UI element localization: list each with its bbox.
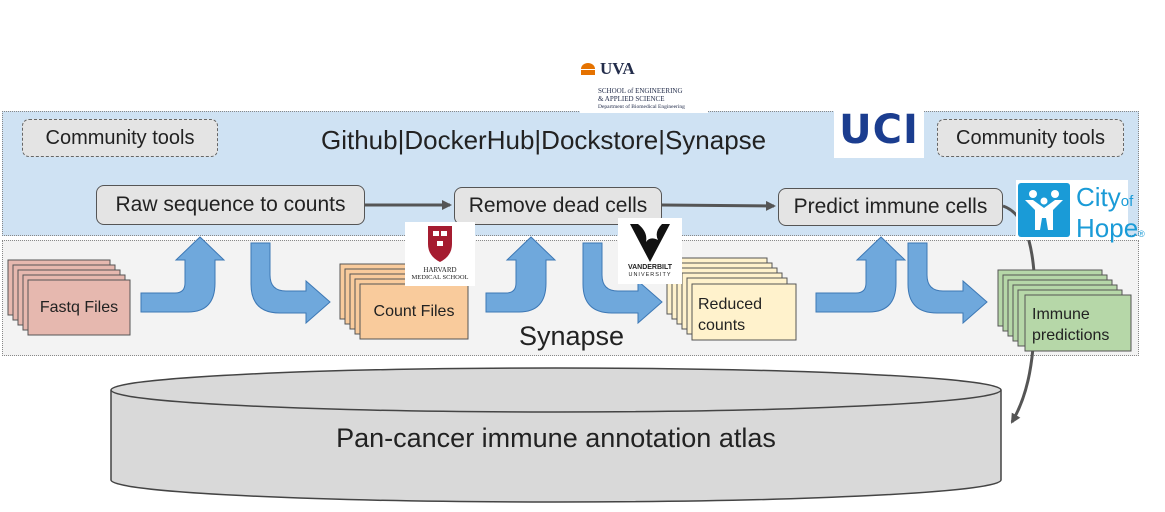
- uci-logo: UCI: [834, 102, 924, 158]
- uva-wordmark: UVA: [600, 59, 635, 78]
- reduced-counts-label: Reduced counts: [698, 294, 762, 336]
- harvard-logo: HARVARD MEDICAL SCHOOL: [405, 222, 475, 286]
- city-of-hope-logo: Cityof Hope®: [1016, 180, 1145, 241]
- count-files-label: Count Files: [373, 303, 455, 320]
- reduced-label-line1: Reduced: [698, 296, 763, 313]
- community-tools-right: Community tools: [937, 119, 1124, 157]
- community-tools-left: Community tools: [22, 119, 218, 157]
- blue-arrow-down-1: [250, 242, 331, 325]
- immune-label-line2: predictions: [1032, 327, 1110, 344]
- coh-word-of: of: [1120, 193, 1134, 210]
- immune-label-line1: Immune: [1032, 306, 1090, 323]
- immune-stack: [997, 269, 1132, 352]
- uva-logo: UVA SCHOOL of ENGINEERING & APPLIED SCIE…: [580, 59, 708, 121]
- harvard-line2: MEDICAL SCHOOL: [411, 274, 469, 281]
- banner-title: Github|DockerHub|Dockstore|Synapse: [321, 125, 767, 155]
- uva-sub2: & APPLIED SCIENCE: [598, 95, 665, 103]
- reduced-stack: [666, 257, 797, 341]
- fastq-files-label: Fastq Files: [39, 299, 119, 316]
- uva-sub1: SCHOOL of ENGINEERING: [598, 87, 683, 95]
- harvard-line1: HARVARD: [423, 266, 457, 274]
- uva-sub3: Department of Biomedical Engineering: [598, 104, 685, 110]
- step-predict-immune-cells: Predict immune cells: [778, 188, 1003, 226]
- vanderbilt-line2: UNIVERSITY: [628, 272, 672, 278]
- coh-word-hope: Hope: [1076, 213, 1139, 243]
- step-raw-sequence-to-counts: Raw sequence to counts: [96, 185, 365, 225]
- immune-predictions-label: Immune predictions: [1032, 304, 1109, 346]
- blue-arrow-up-3: [815, 236, 907, 313]
- arrow-dead-to-predict: [661, 200, 776, 211]
- city-of-hope-figures-icon: [1018, 183, 1070, 237]
- reduced-label-line2: counts: [698, 317, 746, 334]
- blue-arrow-down-2: [582, 242, 663, 325]
- vanderbilt-line1: VANDERBILT: [627, 264, 673, 271]
- oak-leaf-icon: [630, 224, 670, 262]
- rotunda-icon: [581, 63, 595, 75]
- coh-word-city: City: [1076, 182, 1121, 212]
- harvard-shield-icon: [428, 226, 452, 262]
- blue-arrow-down-3: [907, 242, 988, 325]
- synapse-label: Synapse: [519, 321, 625, 351]
- fastq-stack: [7, 259, 131, 336]
- atlas-label: Pan-cancer immune annotation atlas: [336, 423, 776, 453]
- coh-registered: ®: [1138, 229, 1145, 239]
- blue-arrow-up-2: [485, 236, 557, 313]
- blue-arrow-up-1: [140, 236, 226, 313]
- vanderbilt-logo: VANDERBILT UNIVERSITY: [618, 218, 682, 284]
- uci-wordmark: UCI: [839, 107, 919, 153]
